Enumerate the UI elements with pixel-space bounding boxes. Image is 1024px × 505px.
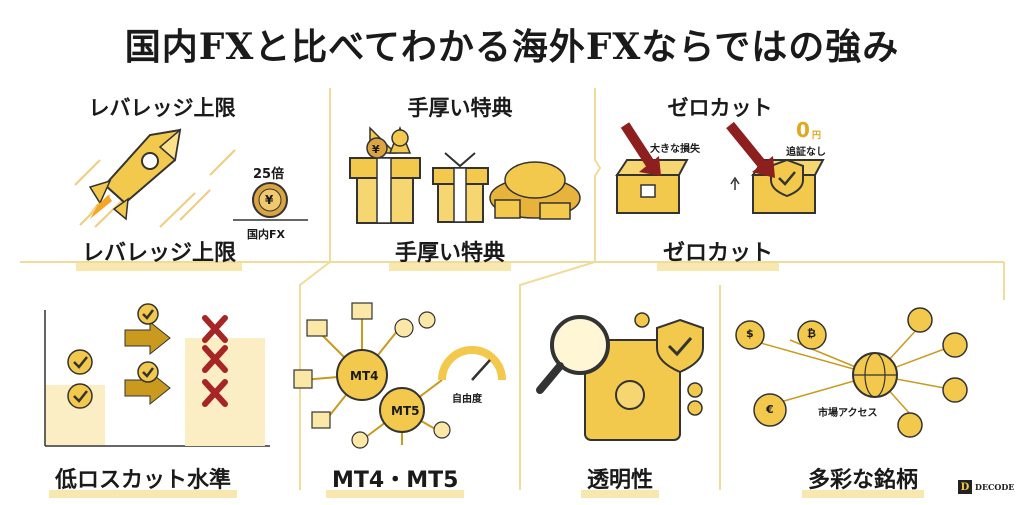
leverage-ratio: 25倍 [253, 167, 285, 182]
fraction-line [233, 219, 308, 221]
gift-boxes-icon [349, 125, 581, 224]
yen-coin-icon [252, 182, 288, 218]
leverage-label: レバレッジ上限 [75, 235, 243, 271]
rocket-icon [74, 128, 236, 228]
safe-magnifier-icon [536, 312, 704, 441]
page-title: 国内FXと比べてわかる海外FXならではの強み [124, 26, 900, 68]
mt4-label: MT4 [350, 369, 379, 383]
euro-coin: € [766, 403, 774, 416]
low-stop-out-label: 低ロスカット水準 [48, 462, 238, 498]
market-access-label: 市場アクセス [818, 408, 878, 419]
big-loss-label: 大きな損失 [650, 144, 700, 155]
mt5-label: MT5 [391, 404, 420, 418]
logo-text: DECODE [975, 482, 1015, 492]
zero-yen-value: 0 [796, 118, 810, 142]
freedom-label: 自由度 [452, 394, 482, 405]
market-network-diagram [735, 307, 968, 438]
stop-out-chart [44, 303, 270, 447]
bonus-label: 手厚い特典 [388, 235, 512, 271]
domestic-fx-label: 国内FX [247, 228, 285, 241]
leverage-heading: レバレッジ上限 [88, 96, 236, 120]
logo-mark-icon: D [958, 480, 972, 494]
zero-cut-label: ゼロカット [656, 235, 780, 271]
zero-cut-heading: ゼロカット [667, 96, 773, 120]
dollar-coin: $ [746, 327, 754, 340]
decode-logo: D DECODE [958, 477, 1018, 497]
yen-symbol: ¥ [265, 193, 274, 207]
mt-platform-diagram [293, 302, 506, 449]
wide-symbols-label: 多彩な銘柄 [801, 462, 925, 498]
loss-chest-icon [615, 122, 689, 214]
bonus-heading: 手厚い特典 [407, 96, 513, 120]
transparency-label: 透明性 [580, 462, 660, 498]
bonus-yen-symbol: ¥ [372, 143, 380, 156]
protected-chest-icon [726, 121, 825, 214]
no-margin-call-label: 追証なし [786, 147, 826, 158]
zero-yen-unit: 円 [812, 131, 822, 141]
bitcoin-coin: ₿ [807, 327, 816, 340]
mt4-mt5-label: MT4・MT5 [325, 462, 465, 498]
